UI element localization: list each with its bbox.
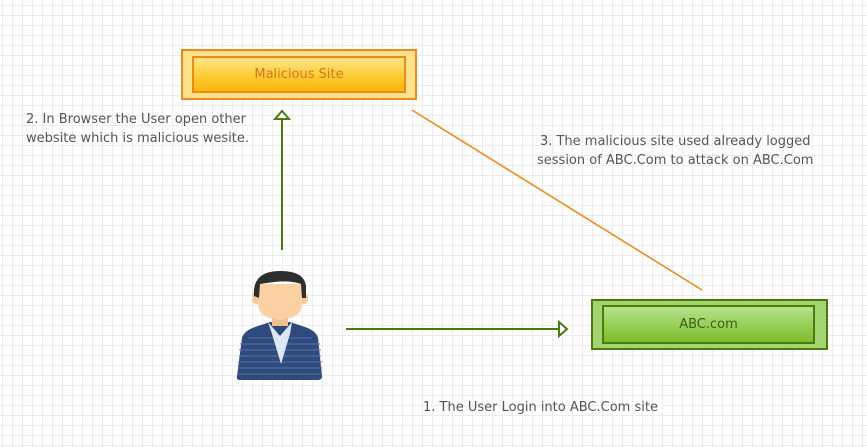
malicious-site-label: Malicious Site bbox=[192, 56, 406, 93]
step1-annotation: 1. The User Login into ABC.Com site bbox=[423, 400, 658, 415]
user-node[interactable] bbox=[234, 268, 326, 382]
step3-annotation: 3. The malicious site used already logge… bbox=[537, 132, 813, 170]
step2-line2: website which is malicious wesite. bbox=[26, 131, 249, 146]
step2-line1: 2. In Browser the User open other bbox=[26, 112, 246, 127]
step3-line2: session of ABC.Com to attack on ABC.Com bbox=[537, 153, 814, 168]
arrowhead-up-icon bbox=[272, 109, 292, 120]
abc-site-label: ABC.com bbox=[602, 305, 815, 344]
attack-connector[interactable] bbox=[411, 109, 703, 291]
abc-site-node[interactable]: ABC.com bbox=[591, 299, 828, 350]
step2-annotation: 2. In Browser the User open other websit… bbox=[26, 110, 249, 148]
malicious-site-node[interactable]: Malicious Site bbox=[181, 49, 417, 100]
user-avatar-icon bbox=[236, 270, 322, 380]
arrowhead-right-icon bbox=[558, 319, 569, 339]
step3-line1: 3. The malicious site used already logge… bbox=[539, 134, 811, 149]
